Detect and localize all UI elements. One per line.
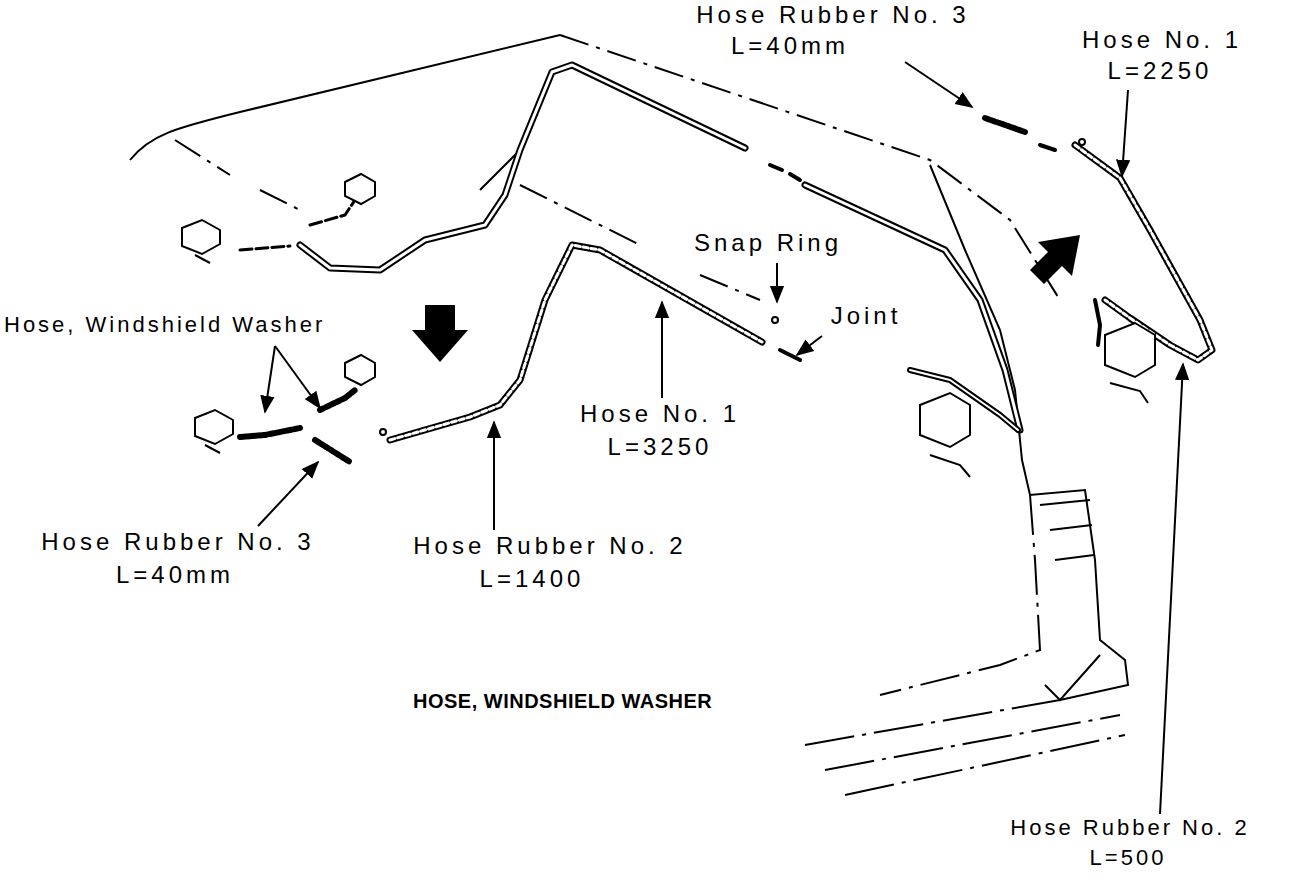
nozzle-front-left <box>182 220 220 263</box>
part-name: Joint <box>831 303 902 329</box>
down-arrow <box>412 305 468 362</box>
lower-hose-inner <box>390 245 762 440</box>
part-name: Hose, Windshield Washer <box>4 313 325 337</box>
front-dashdot <box>175 140 300 210</box>
leader-washer-a <box>265 346 275 412</box>
part-name: Hose Rubber No. 2 <box>1010 816 1249 840</box>
part-name: Snap Ring <box>694 230 842 256</box>
leader-rubber2-right <box>1160 364 1183 814</box>
leader-washer-b <box>275 346 320 408</box>
dimension: L=40mm <box>116 562 234 588</box>
front-hoses-upper <box>240 200 355 250</box>
leader-hose-mid <box>661 302 663 398</box>
bumper-corner <box>1045 655 1100 700</box>
upper-hose-rear-outer <box>805 185 1020 430</box>
rubber-top <box>985 118 1025 132</box>
leader-rubber-top <box>905 62 972 107</box>
nozzles <box>182 139 1155 477</box>
part-name: Hose Rubber No. 2 <box>413 533 686 559</box>
right-feed <box>1095 300 1100 345</box>
snap-ring-mark <box>772 317 778 323</box>
lower-hose-outer <box>390 245 762 440</box>
nozzle-lower-left <box>195 410 233 453</box>
leader-lines <box>258 62 1183 814</box>
snap-ring-top <box>1079 139 1085 145</box>
caption: HOSE, WINDSHIELD WASHER <box>413 690 712 713</box>
leader-hose-top <box>1122 90 1128 176</box>
leader-snap-ring <box>776 263 778 302</box>
upper-hose-rear-inner <box>805 185 1020 430</box>
dimension: L=1400 <box>480 566 585 592</box>
bumper-lines <box>805 700 1125 795</box>
dimension: L=2250 <box>1108 58 1213 84</box>
roof-dashdot <box>560 35 1060 300</box>
upper-joint <box>770 165 800 180</box>
nozzle-lower-right <box>345 355 375 385</box>
snap-ring-lower <box>380 429 386 435</box>
leader-joint <box>797 336 822 355</box>
up-arrow <box>1030 235 1080 284</box>
leader-rubber2-mid <box>493 422 495 530</box>
joint-top <box>1040 145 1055 150</box>
dimension: L=3250 <box>608 434 713 460</box>
part-name: Hose Rubber No. 3 <box>696 2 969 28</box>
part-name: Hose No. 1 <box>1082 27 1242 53</box>
part-name: Hose No. 1 <box>580 401 740 427</box>
lamp-lines <box>1040 500 1094 560</box>
quarter-dashdot <box>880 495 1040 695</box>
right-pump <box>1105 323 1155 403</box>
rubber-lower <box>315 440 350 462</box>
hoses <box>240 65 1212 462</box>
upper-hose-outer <box>300 65 745 270</box>
rear-pump <box>920 393 970 477</box>
leader-rubber-lower <box>258 462 318 526</box>
front-hoses <box>240 390 355 437</box>
roof-line <box>130 35 560 160</box>
dimension: L=40mm <box>731 33 849 59</box>
body-outline <box>130 35 1128 795</box>
upper-hose-inner <box>300 65 745 270</box>
nozzle-front-right <box>345 174 375 204</box>
part-name: Hose Rubber No. 3 <box>41 529 314 555</box>
dimension: L=500 <box>1090 846 1167 870</box>
